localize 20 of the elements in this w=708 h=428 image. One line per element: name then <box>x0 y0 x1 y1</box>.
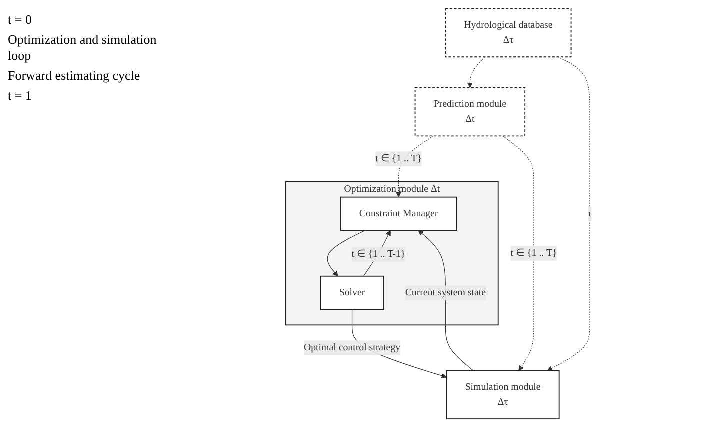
node-box: Solver <box>320 276 384 310</box>
node-box: Hydrological database Δτ <box>445 8 572 58</box>
edge-label: Optimal control strategy <box>304 342 401 353</box>
arrow <box>547 56 590 372</box>
arrow <box>502 136 534 372</box>
edge-label: τ <box>588 208 592 219</box>
note-label: Optimization and simulation loop <box>8 32 158 64</box>
edge-label: t ∈ {1 .. T} <box>510 248 558 258</box>
arrow <box>467 56 486 88</box>
node-box: Prediction module Δt <box>414 88 526 137</box>
edge-label: t ∈ {1 .. T-1} <box>352 248 406 260</box>
note-label: t = 0 <box>8 12 33 28</box>
edge-label: Current system state <box>405 288 486 298</box>
node-box: Constraint Manager <box>340 196 458 232</box>
arrow <box>327 230 366 277</box>
node-box: Simulation module Δτ <box>446 370 560 420</box>
note-label: Forward estimating cycle <box>8 68 142 84</box>
edge-label: t ∈ {1 .. T} <box>376 153 422 164</box>
note-label: t = 1 <box>8 88 33 104</box>
arrow <box>418 230 474 372</box>
